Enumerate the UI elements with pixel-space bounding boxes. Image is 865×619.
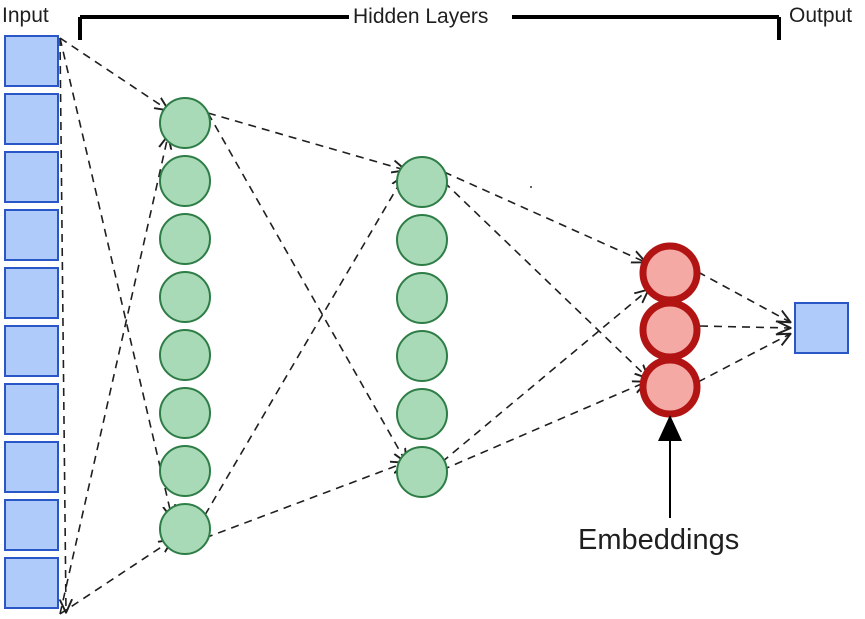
hidden-layer-1-node bbox=[159, 97, 211, 149]
connection-line bbox=[59, 37, 172, 518]
input-layer-node bbox=[4, 267, 59, 319]
input-layer-node bbox=[4, 383, 59, 435]
connection-line bbox=[59, 540, 172, 615]
hidden-layer-1-node bbox=[159, 155, 211, 207]
output-layer-node bbox=[794, 302, 849, 354]
hidden-layer-2-node bbox=[396, 388, 448, 440]
input-layer-node bbox=[4, 35, 59, 87]
connection-line bbox=[441, 382, 646, 471]
connection-line bbox=[60, 37, 66, 612]
embedding-layer-node bbox=[639, 356, 701, 418]
embedding-layer-node bbox=[639, 299, 701, 361]
hidden-layer-1-node bbox=[159, 213, 211, 265]
input-layer-node bbox=[4, 93, 59, 145]
hidden-layer-2-node bbox=[396, 272, 448, 324]
input-layer-node bbox=[4, 151, 59, 203]
embeddings-label: Embeddings bbox=[578, 524, 740, 556]
embedding-layer-node bbox=[639, 242, 701, 304]
layer-nodes bbox=[4, 35, 849, 609]
hidden-layer-2-node bbox=[396, 330, 448, 382]
connection-line bbox=[441, 290, 648, 463]
input-layer-node bbox=[4, 557, 59, 609]
input-layer-label: Input bbox=[2, 4, 49, 27]
connection-line bbox=[207, 112, 406, 462]
connection-line bbox=[59, 37, 168, 110]
connection-line bbox=[59, 136, 168, 615]
input-layer-node bbox=[4, 441, 59, 493]
hidden-layer-1-node bbox=[159, 445, 211, 497]
output-layer-label: Output bbox=[789, 4, 853, 27]
connection-line bbox=[697, 271, 790, 322]
hidden-layer-1-node bbox=[159, 387, 211, 439]
embeddings-arrow-head bbox=[658, 415, 682, 441]
connection-line bbox=[204, 463, 404, 539]
embeddings-pointer bbox=[658, 415, 682, 518]
input-layer-node bbox=[4, 209, 59, 261]
hidden-layer-1-node bbox=[159, 503, 211, 555]
hidden-layer-1-node bbox=[159, 271, 211, 323]
hidden-layer-2-node bbox=[396, 446, 448, 498]
connection-line bbox=[697, 334, 790, 383]
hidden-layers-label: Hidden Layers bbox=[351, 4, 491, 29]
connection-lines bbox=[59, 37, 790, 615]
hidden-layer-2-node bbox=[396, 156, 448, 208]
connection-line bbox=[204, 176, 404, 516]
connection-line bbox=[207, 112, 405, 170]
connection-line bbox=[443, 181, 648, 378]
connection-line bbox=[443, 171, 645, 262]
stray-dot bbox=[530, 186, 532, 188]
stray-marks bbox=[530, 186, 532, 188]
input-layer-node bbox=[4, 325, 59, 377]
hidden-layers-bracket bbox=[78, 15, 781, 40]
hidden-layer-2-node bbox=[396, 214, 448, 266]
connection-line bbox=[699, 326, 790, 328]
input-layer-node bbox=[4, 499, 59, 551]
hidden-layer-1-node bbox=[159, 329, 211, 381]
